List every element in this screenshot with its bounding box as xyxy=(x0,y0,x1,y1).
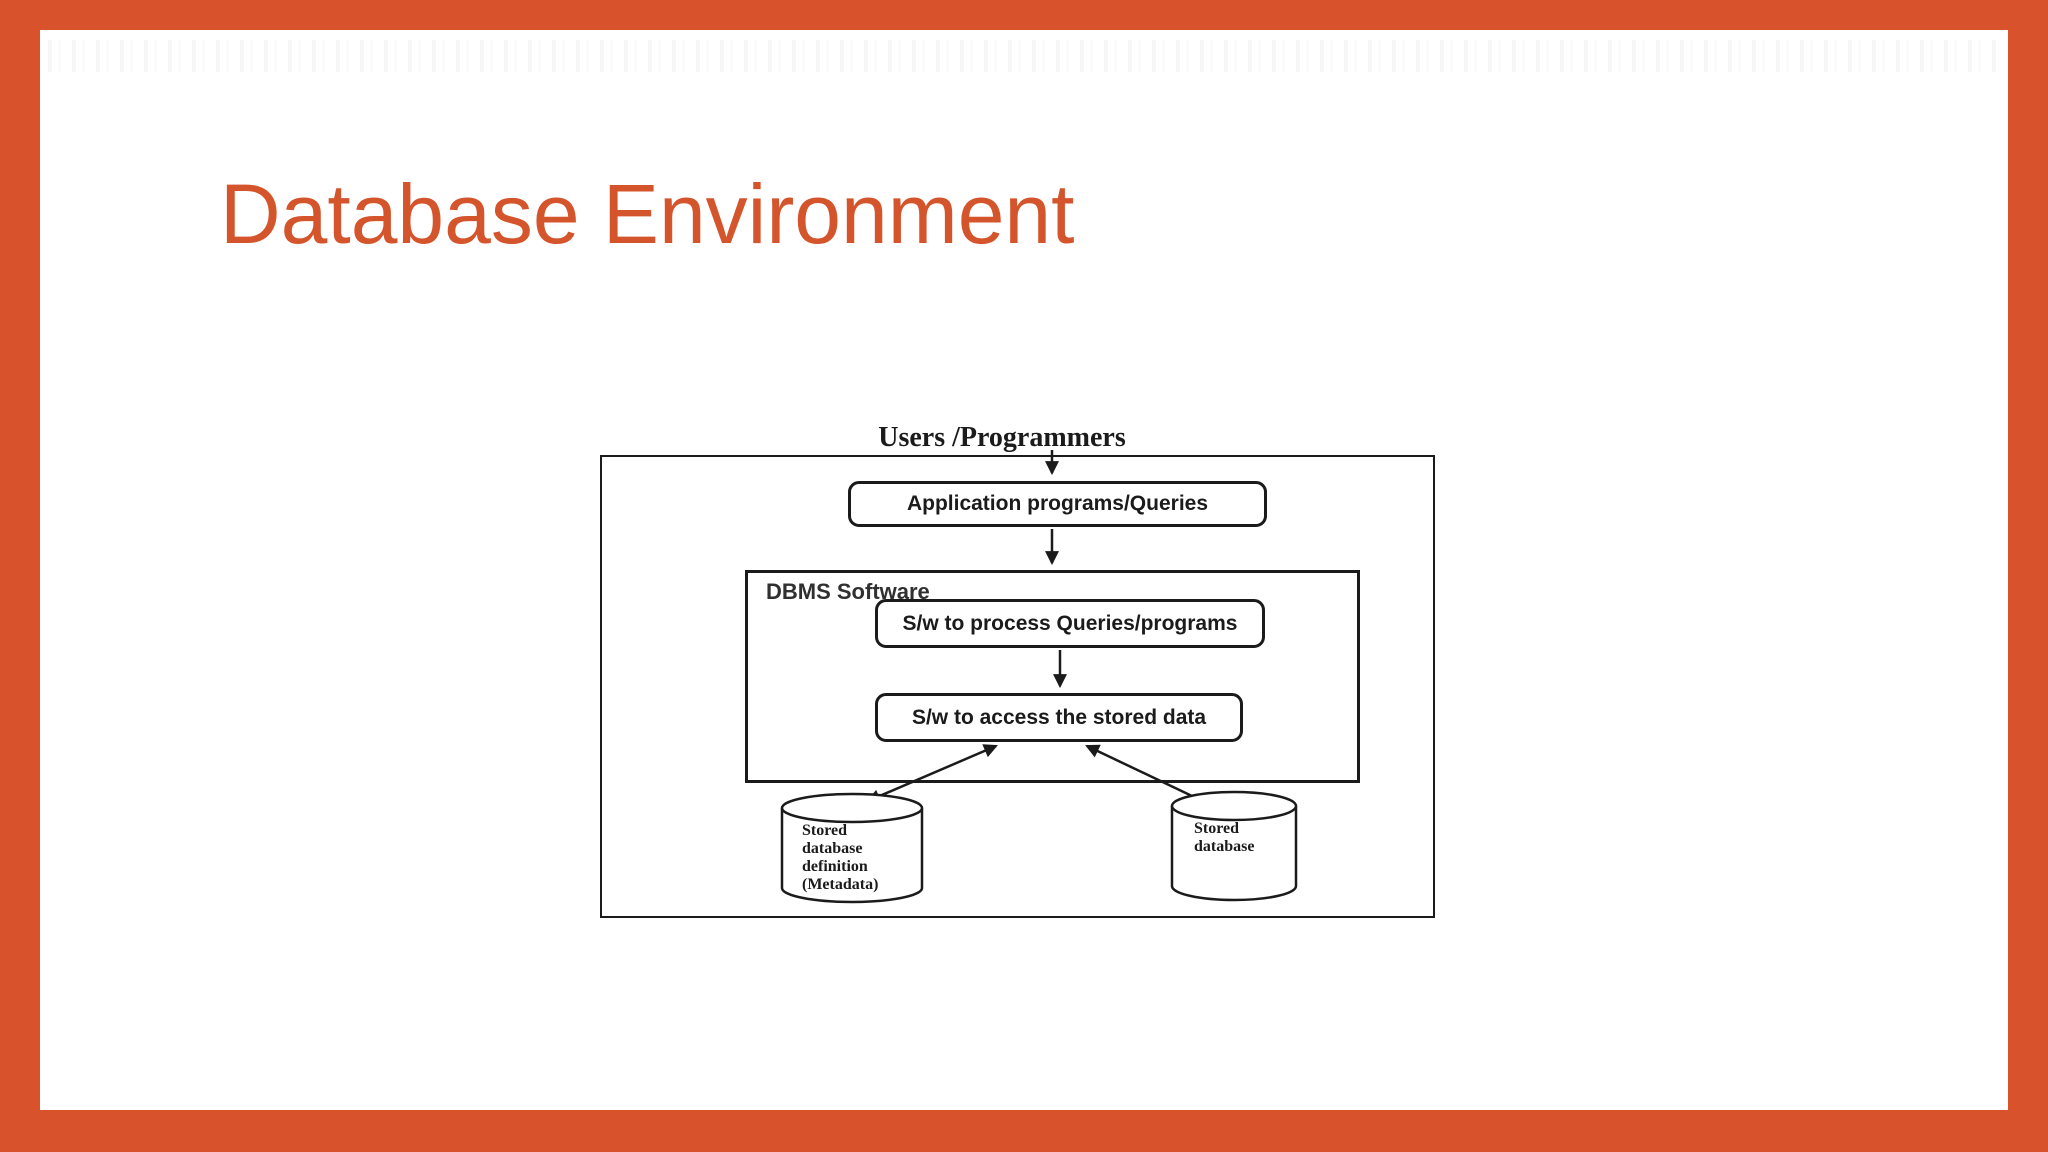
dbms-software-box: DBMS Software xyxy=(745,570,1360,783)
metadata-line-1: Stored xyxy=(802,822,848,839)
metadata-line-2: database xyxy=(802,840,863,857)
metadata-cylinder-label: Stored database definition (Metadata) xyxy=(802,822,918,894)
application-programs-box: Application programs/Queries xyxy=(848,481,1267,527)
access-stored-data-box: S/w to access the stored data xyxy=(875,693,1243,742)
slide-title: Database Environment xyxy=(220,167,1075,261)
stored-db-line-1: Stored xyxy=(1194,820,1240,837)
stored-db-line-2: database xyxy=(1194,838,1255,855)
process-queries-box: S/w to process Queries/programs xyxy=(875,599,1265,648)
stored-database-label: Stored database xyxy=(1194,820,1294,856)
metadata-line-4: (Metadata) xyxy=(802,876,879,893)
scan-noise-strip xyxy=(48,40,1998,72)
users-programmers-label: Users /Programmers xyxy=(878,422,1126,453)
metadata-line-3: definition xyxy=(802,858,868,875)
diagram-outer-box xyxy=(600,455,1435,918)
